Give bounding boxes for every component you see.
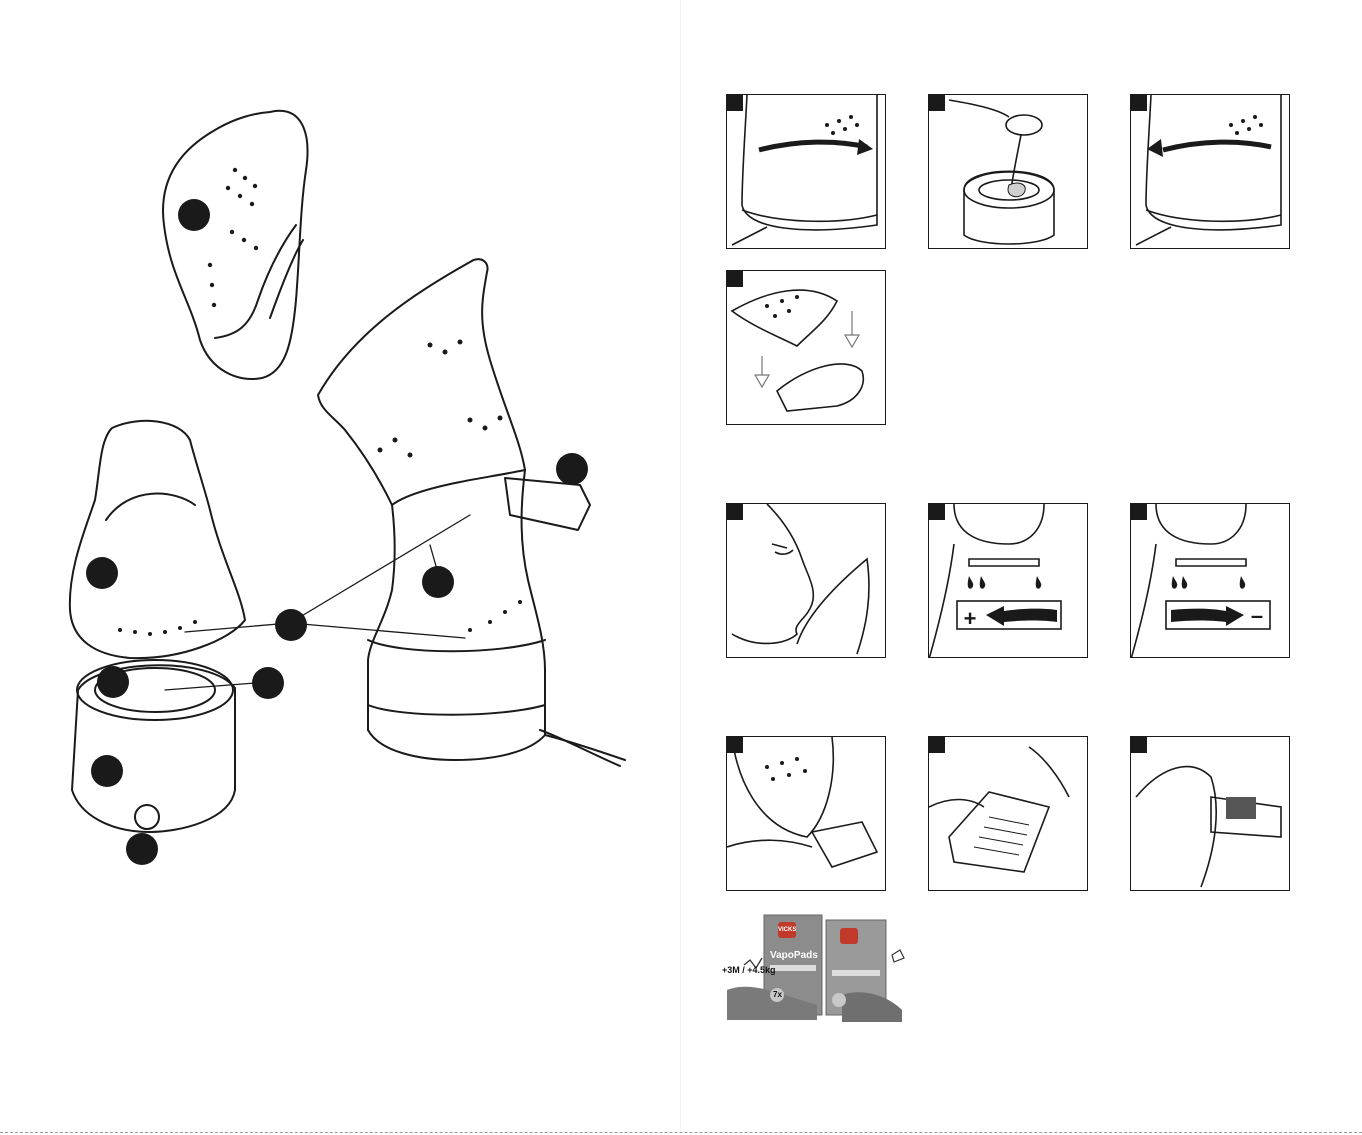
step-place-pad: [1130, 736, 1290, 891]
callout-marker-8: [91, 755, 123, 787]
callout-marker-5: [275, 609, 307, 641]
step-rotate-mask-on: [726, 94, 886, 249]
callout-marker-4: [422, 566, 454, 598]
product-diagram-page: [0, 0, 681, 1135]
mask-part-outline: [163, 111, 307, 379]
step-adjust-plus: +: [928, 503, 1088, 658]
brand-logo-text: VICKS: [778, 927, 796, 933]
step-insert-pad: [726, 736, 886, 891]
side-cup-outline: [505, 478, 590, 530]
callout-marker-2: [556, 453, 588, 485]
upper-body-outline: [70, 421, 245, 658]
callout-marker-7: [252, 667, 284, 699]
vapopads-packaging: +3M / +4.5kg VICKS VapoPads 7x: [722, 910, 907, 1025]
step-open-sachet: [928, 736, 1088, 891]
pack-badge: 7x: [773, 990, 782, 999]
callout-marker-1: [178, 199, 210, 231]
minus-symbol: –: [1251, 603, 1263, 628]
step-rotate-mask-off: [1130, 94, 1290, 249]
step-adjust-minus: –: [1130, 503, 1290, 658]
step-attach-mask-diagonal: [726, 270, 886, 425]
step-inhale-face: [726, 503, 886, 658]
assembled-mask-outline: [318, 259, 525, 505]
callout-marker-9: [126, 833, 158, 865]
plus-symbol: +: [964, 606, 977, 631]
age-weight-label: +3M / +4.5kg: [722, 965, 776, 975]
callout-marker-3: [86, 557, 118, 589]
callout-marker-6: [97, 666, 129, 698]
step-add-water-spoon: [928, 94, 1088, 249]
product-name: VapoPads: [770, 950, 818, 961]
